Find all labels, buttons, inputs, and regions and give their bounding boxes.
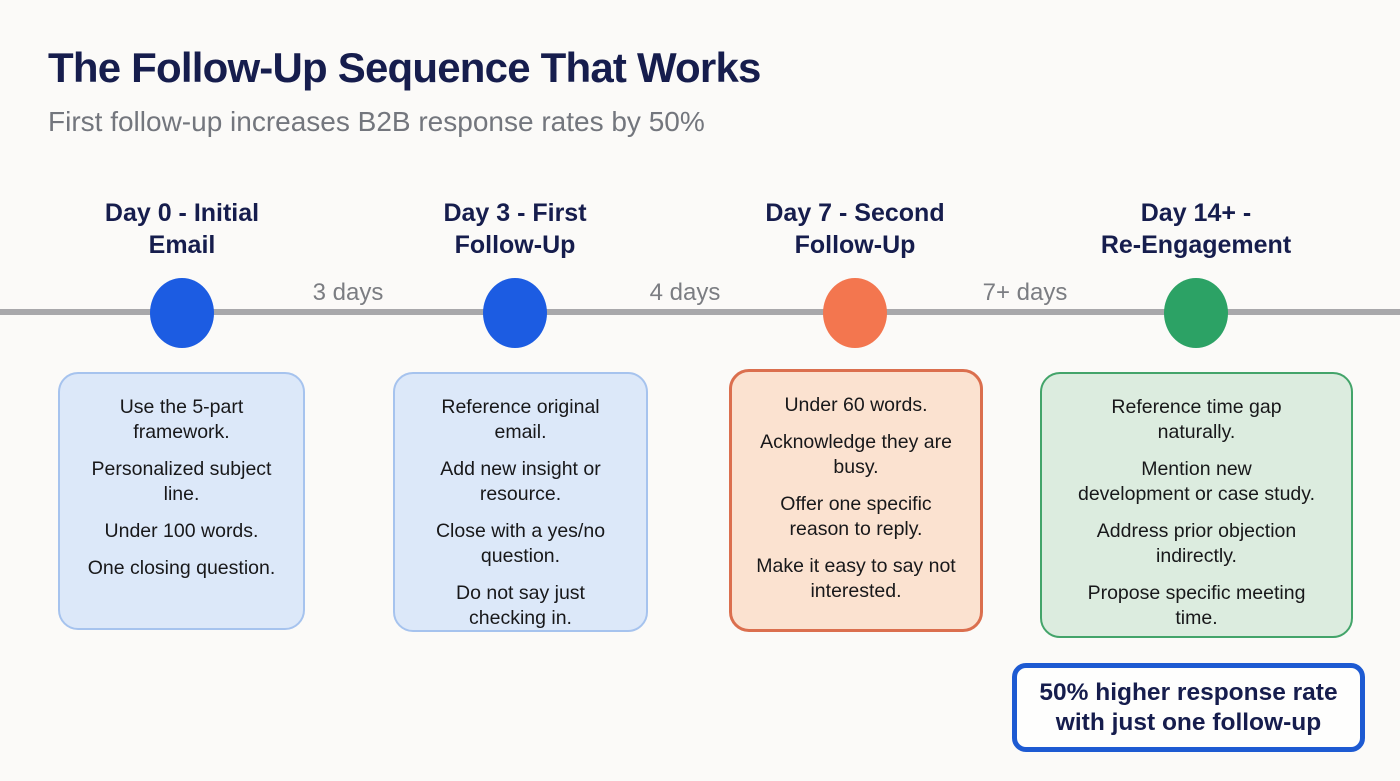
gap-label-7-days: 7+ days [982,279,1068,306]
tip: Address prior objection indirectly. [1096,520,1297,567]
tip: Reference time gap naturally. [1111,396,1282,443]
card-day14-reengagement: Reference time gap naturally. Mention ne… [1040,372,1353,638]
stat-callout-text: 50% higher response rate with just one f… [1039,678,1338,736]
stat-callout: 50% higher response rate with just one f… [1012,663,1365,752]
card-day0-initial-email: Use the 5-part framework. Personalized s… [58,372,305,630]
tip: Under 60 words. [784,394,928,416]
tip: One closing question. [87,557,276,579]
gap-label-3-days: 3 days [312,279,384,306]
tip: Mention new development or case study. [1077,458,1316,505]
page-title: The Follow-Up Sequence That Works [48,44,761,91]
timeline-dot-day3 [483,278,547,348]
tip: Reference original email. [441,396,600,443]
tip: Offer one specific reason to reply. [780,493,932,540]
tip: Personalized subject line. [91,458,272,505]
timeline-dot-day0 [150,278,214,348]
tip: Under 100 words. [104,520,259,542]
timeline-line [0,309,1400,315]
stage-title-day14: Day 14+ - Re-Engagement [1100,199,1292,259]
timeline-dot-day14 [1164,278,1228,348]
tip: Propose specific meeting time. [1087,582,1306,629]
card-day3-first-followup: Reference original email. Add new insigh… [393,372,648,632]
page-subtitle: First follow-up increases B2B response r… [48,106,705,137]
stage-title-day7: Day 7 - Second Follow-Up [765,199,945,259]
tip: Make it easy to say not interested. [756,555,956,602]
tip: Acknowledge they are busy. [760,431,952,478]
stage-title-day0: Day 0 - Initial Email [104,199,260,259]
tip: Do not say just checking in. [456,582,585,629]
tip: Close with a yes/no question. [435,520,606,567]
tip: Use the 5-part framework. [119,396,244,443]
tip: Add new insight or resource. [440,458,601,505]
gap-label-4-days: 4 days [649,279,721,306]
card-day7-second-followup: Under 60 words. Acknowledge they are bus… [729,369,983,632]
timeline-dot-day7 [823,278,887,348]
stage-title-day3: Day 3 - First Follow-Up [443,199,587,259]
